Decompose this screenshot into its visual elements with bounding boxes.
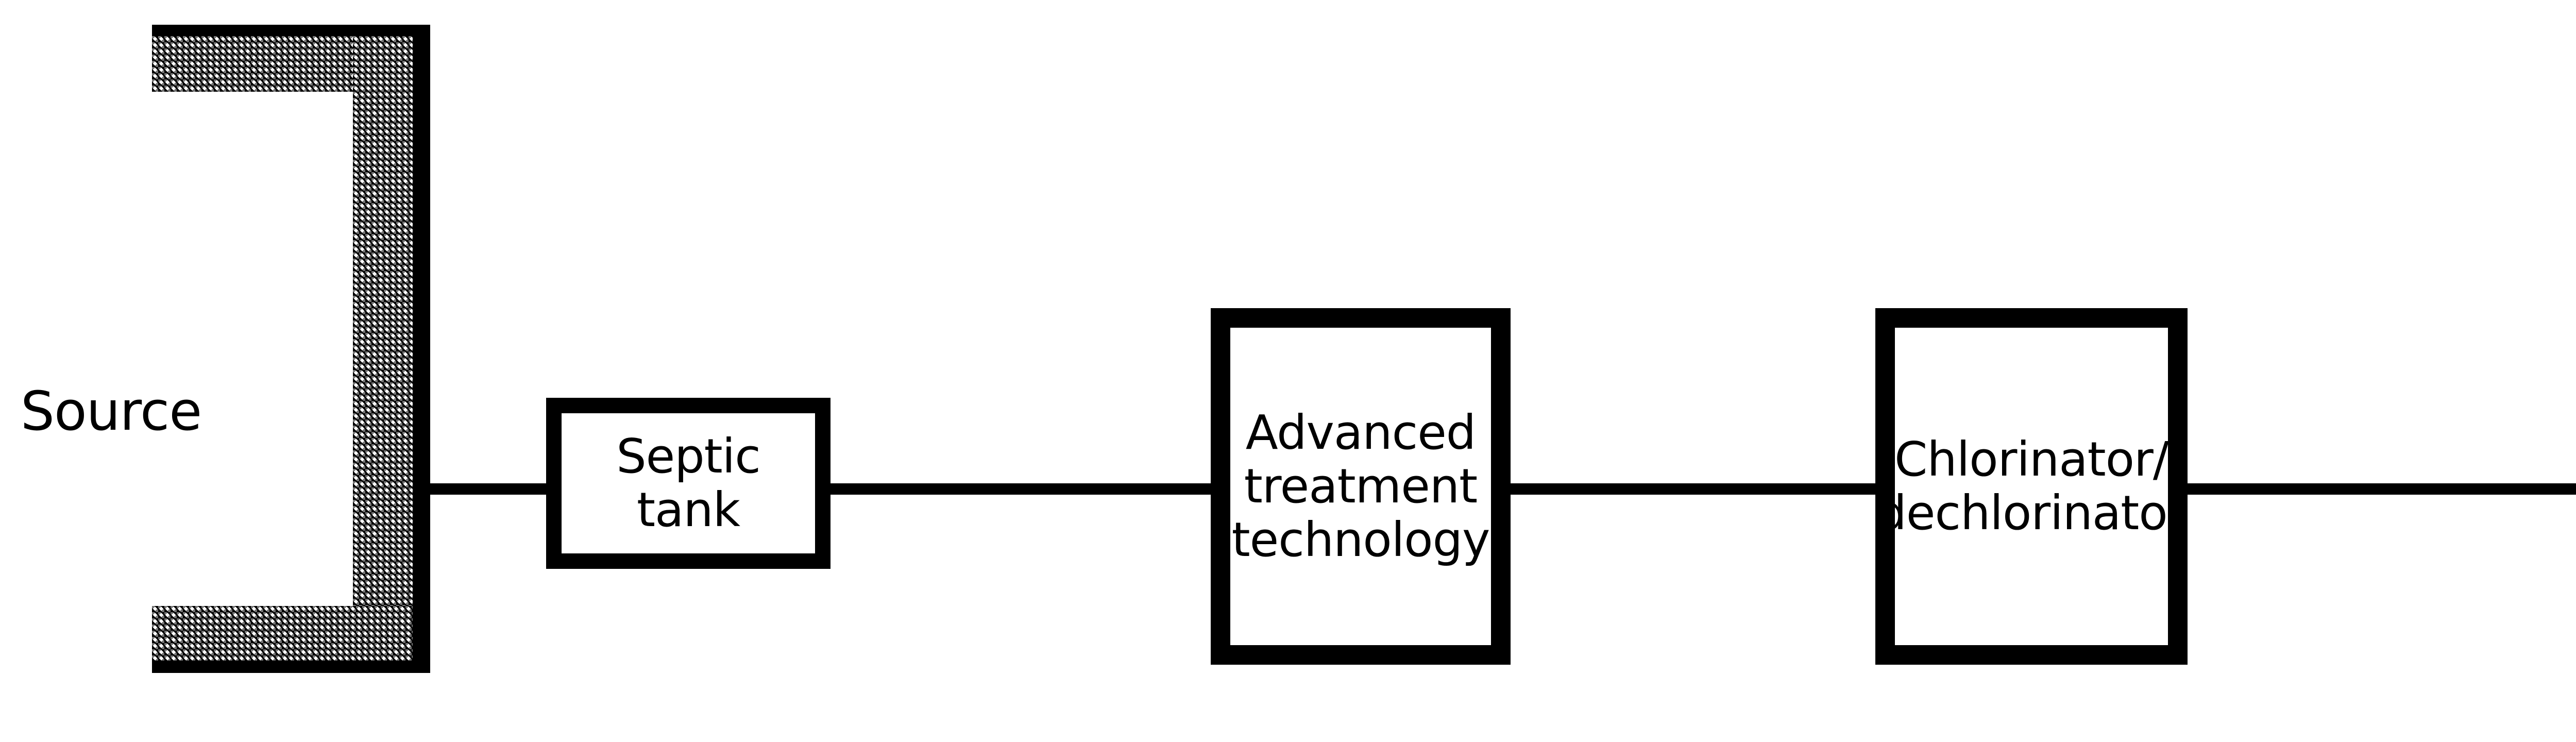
connector-advanced-treatment-to-chlorinator (1509, 483, 1877, 495)
stage-label-septic-tank: Septic tank (616, 429, 761, 537)
source-bracket-spine (413, 25, 430, 673)
connector-chlorinator-to-final-treatment (2185, 483, 2576, 495)
stage-label-chlorinator-dechlorinator: Chlorinator/ dechlorinator (1876, 432, 2187, 541)
stage-label-advanced-treatment-technology: Advanced treatment technology (1231, 405, 1490, 567)
source-bracket-web (353, 36, 413, 662)
connector-septic-tank-to-advanced-treatment (828, 483, 1213, 495)
source-bracket-shape (152, 25, 430, 673)
stage-box-chlorinator-dechlorinator[interactable]: Chlorinator/ dechlorinator (1875, 308, 2188, 665)
source-bracket-bottom-arm (152, 606, 413, 662)
source-label: Source (21, 380, 202, 443)
stage-box-septic-tank[interactable]: Septic tank (546, 398, 831, 569)
source-bracket-bottom-cap (152, 661, 430, 673)
source-bracket-top-cap (152, 25, 430, 37)
connector-source-to-septic-tank (429, 483, 548, 495)
stage-box-advanced-treatment-technology[interactable]: Advanced treatment technology (1211, 308, 1511, 665)
